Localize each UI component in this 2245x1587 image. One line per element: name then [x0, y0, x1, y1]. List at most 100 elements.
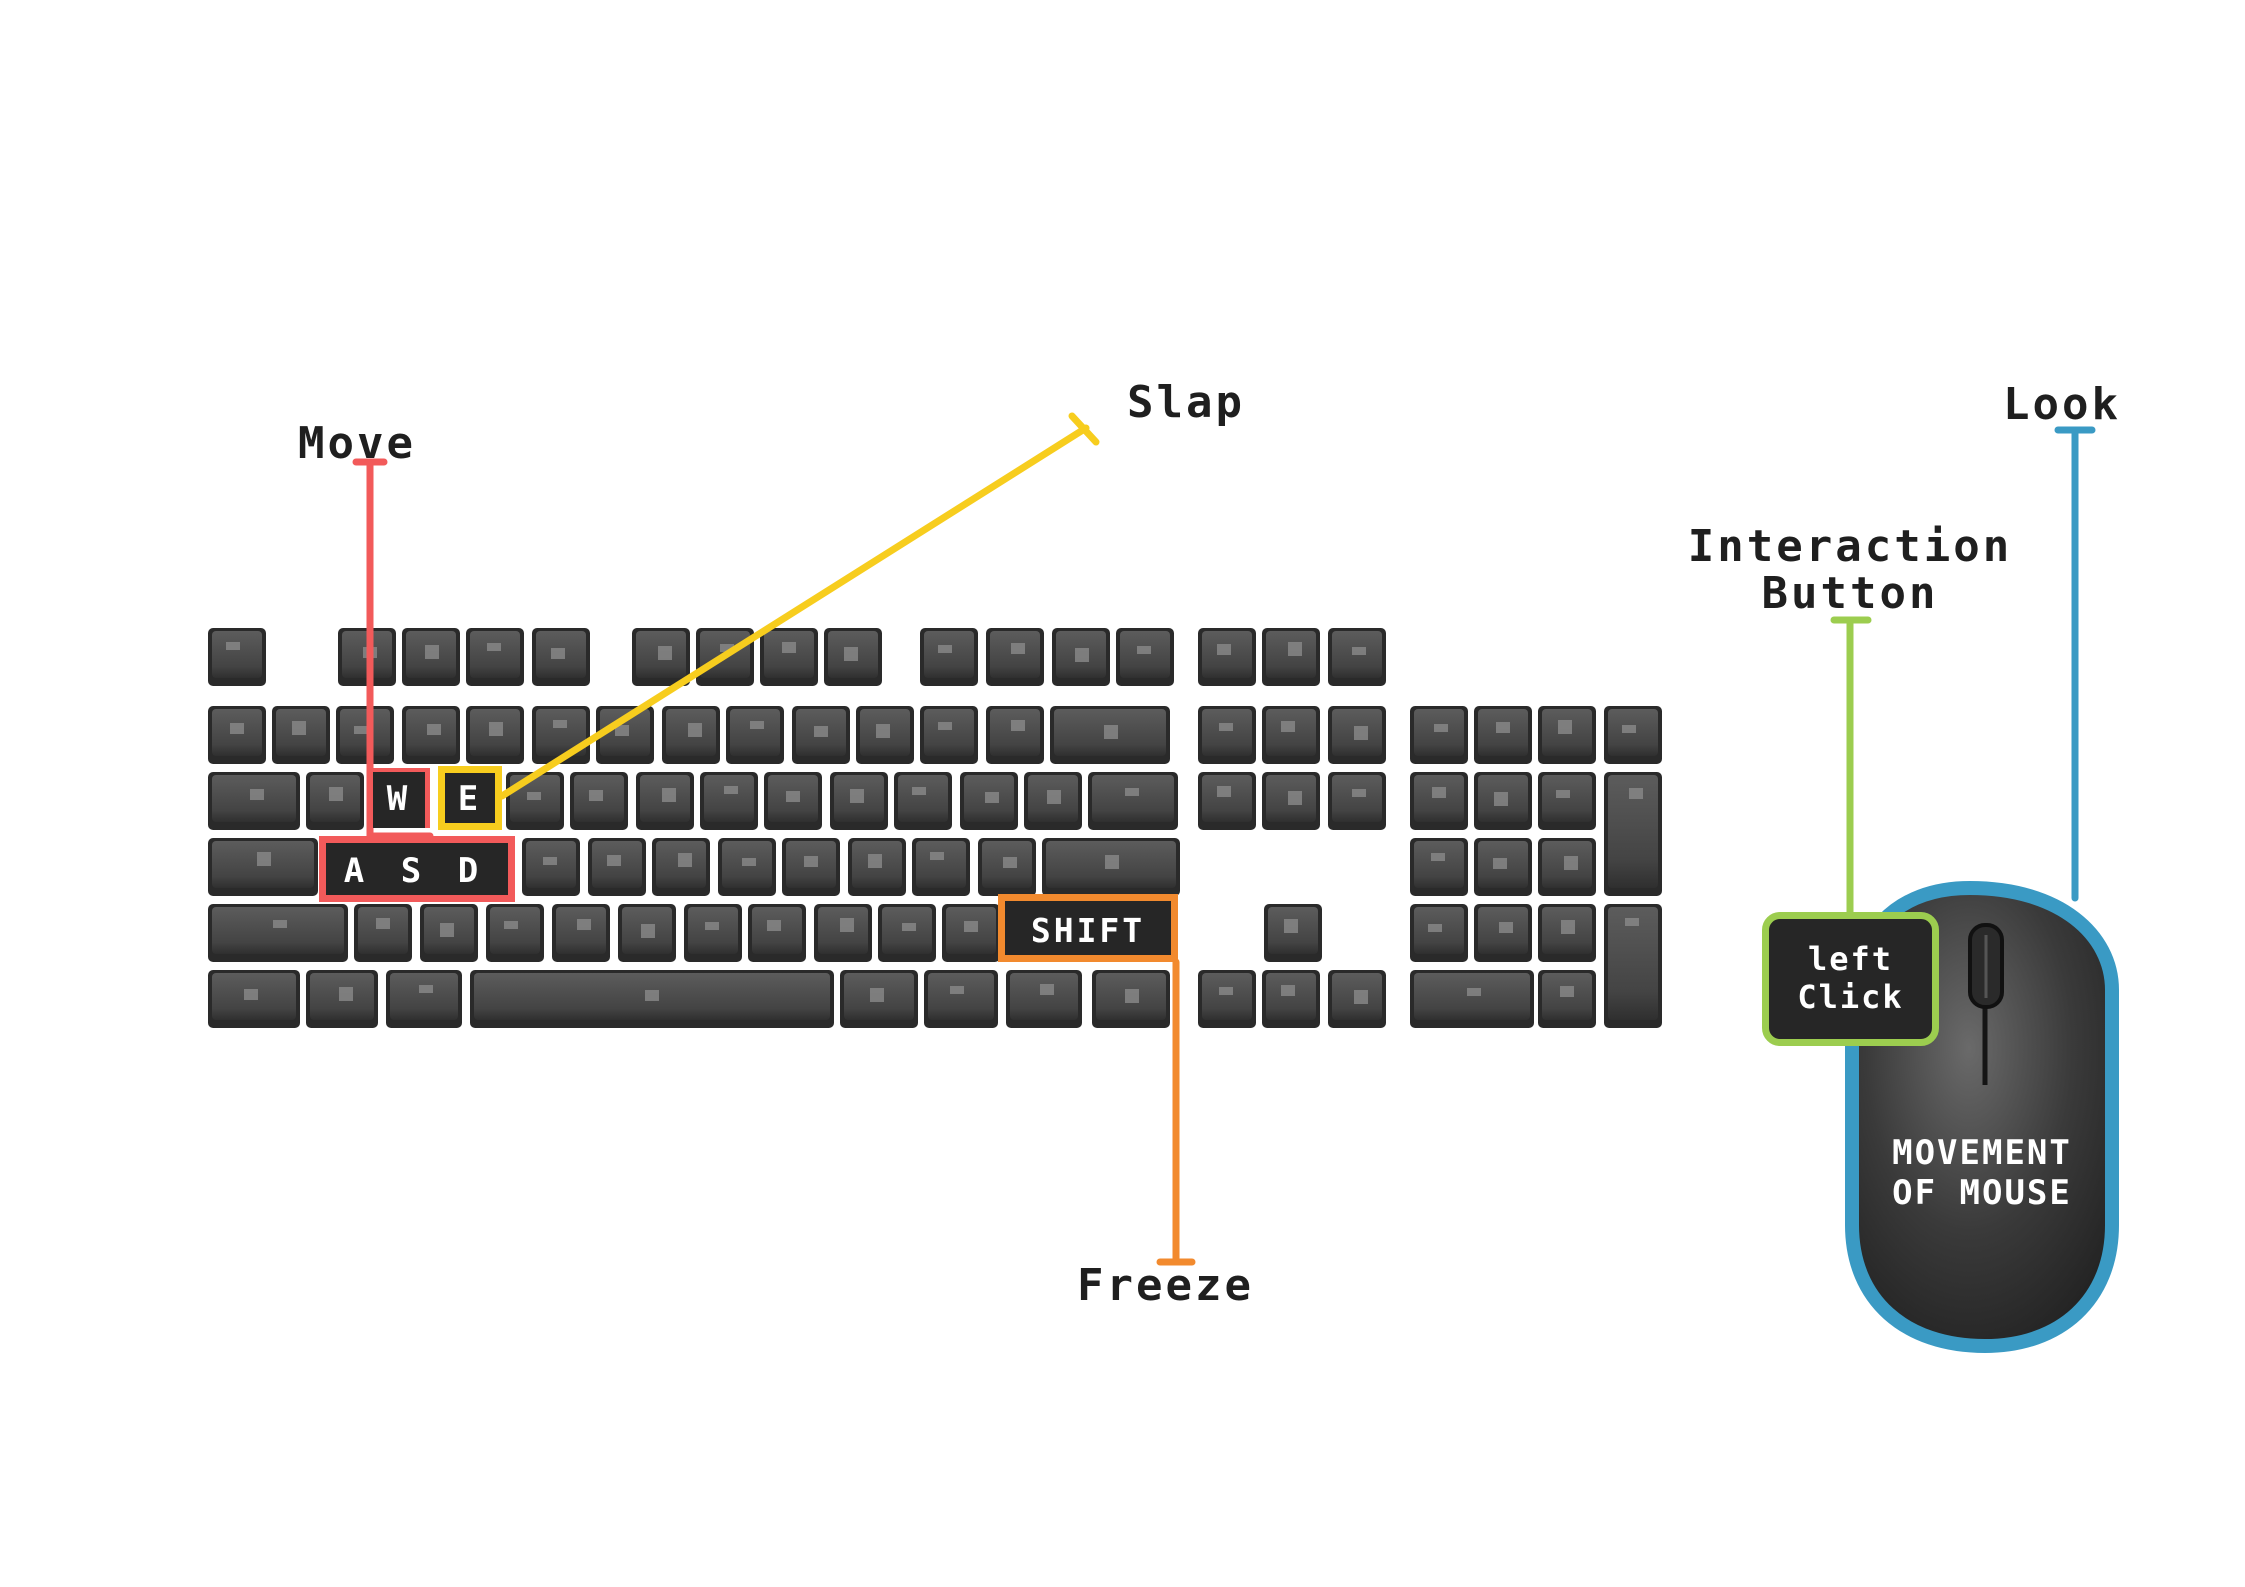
keycap: [208, 772, 300, 830]
keycap-legend: [1217, 786, 1231, 797]
keycap: [588, 838, 646, 896]
keycap-legend: [1288, 791, 1302, 805]
keycap: [470, 970, 834, 1028]
keycap-legend: [607, 855, 621, 866]
keycap-top: [1202, 973, 1252, 1020]
keycap: [1604, 904, 1662, 1028]
keycap-legend: [1493, 858, 1507, 869]
keycap-legend: [742, 858, 756, 866]
keycap-legend: [1432, 787, 1446, 798]
keycap-legend: [850, 789, 864, 803]
keycap: [466, 706, 524, 764]
keycap: [1052, 628, 1110, 686]
keycap-legend: [1125, 788, 1139, 796]
keycap: [848, 838, 906, 896]
keycap: [924, 970, 998, 1028]
keycap: [354, 904, 412, 962]
keycap-top: [924, 709, 974, 756]
keyboard-icon: [208, 628, 1662, 1028]
shift-key-label: SHIFT: [1030, 911, 1146, 950]
keycap-legend: [1217, 644, 1231, 655]
slap-label: Slap: [1127, 377, 1245, 428]
keycap-top: [212, 631, 262, 678]
keycap-legend: [589, 790, 603, 801]
keycap: [1410, 838, 1468, 896]
keycap-legend: [678, 853, 692, 867]
keycap-legend: [868, 854, 882, 868]
keycap-legend: [1003, 857, 1017, 868]
keycap-top: [1608, 775, 1658, 888]
keycap: [942, 904, 1000, 962]
keycap-legend: [1494, 792, 1508, 806]
keycap-legend: [1011, 643, 1025, 654]
keycap: [830, 772, 888, 830]
keycap: [486, 904, 544, 962]
keycap-legend: [1467, 988, 1481, 996]
keycap: [960, 772, 1018, 830]
left-click-label-line1: left: [1807, 940, 1894, 978]
keycap-top: [490, 907, 540, 954]
keycap-legend: [489, 722, 503, 736]
left-click-button: left Click: [1762, 912, 1939, 1046]
keycap: [1050, 706, 1170, 764]
keycap-top: [1414, 775, 1464, 822]
keycap-legend: [551, 648, 565, 659]
keycap: [1198, 628, 1256, 686]
keycap-legend: [840, 918, 854, 932]
keycap: [632, 628, 690, 686]
keycap-legend: [1496, 722, 1510, 733]
keycap-top: [1120, 631, 1170, 678]
keycap-legend: [1219, 723, 1233, 731]
keycap: [522, 838, 580, 896]
slap-callout-cap: [1068, 412, 1100, 446]
keycap: [1328, 706, 1386, 764]
keycap-top: [358, 907, 408, 954]
keycap-top: [1332, 775, 1382, 822]
keycap-top: [1010, 973, 1078, 1020]
keycap: [1538, 772, 1596, 830]
keycap-legend: [1431, 853, 1445, 861]
keycap-legend: [767, 920, 781, 931]
keycap: [208, 970, 300, 1028]
keycap-legend: [244, 989, 258, 1000]
keycap: [912, 838, 970, 896]
keycap-legend: [425, 645, 439, 659]
keycap-legend: [870, 988, 884, 1002]
keycap: [306, 970, 378, 1028]
keycap-top: [990, 709, 1040, 756]
keycap-legend: [226, 642, 240, 650]
keycap-legend: [938, 645, 952, 653]
keycap: [1328, 772, 1386, 830]
keycap-legend: [1354, 726, 1368, 740]
keycap: [1538, 838, 1596, 896]
keycap: [1262, 628, 1320, 686]
keycap-legend: [902, 923, 916, 931]
keycap-legend: [658, 646, 672, 660]
keycap: [208, 904, 348, 962]
keycap-legend: [1561, 920, 1575, 934]
keycap-legend: [705, 922, 719, 930]
w-key-highlight: W: [368, 768, 430, 828]
keycap: [1092, 970, 1170, 1028]
interaction-button-label: Interaction Button: [1655, 523, 2045, 617]
keycap-top: [1266, 709, 1316, 756]
keycap-top: [536, 709, 586, 756]
keycap-top: [924, 631, 974, 678]
keycap-legend: [543, 857, 557, 865]
keycap: [700, 772, 758, 830]
keycap-top: [1414, 709, 1464, 756]
keycap: [1042, 838, 1180, 896]
keycap-top: [990, 631, 1040, 678]
keycap-legend: [273, 920, 287, 928]
shift-key-highlight: SHIFT: [998, 894, 1178, 962]
keycap-legend: [1622, 725, 1636, 733]
a-key-label: A: [343, 851, 369, 891]
keycap: [1328, 628, 1386, 686]
keycap: [420, 904, 478, 962]
keycap: [506, 772, 564, 830]
keycap-legend: [876, 724, 890, 738]
w-key-label: W: [386, 779, 412, 819]
keycap: [662, 706, 720, 764]
keycap-legend: [786, 791, 800, 802]
